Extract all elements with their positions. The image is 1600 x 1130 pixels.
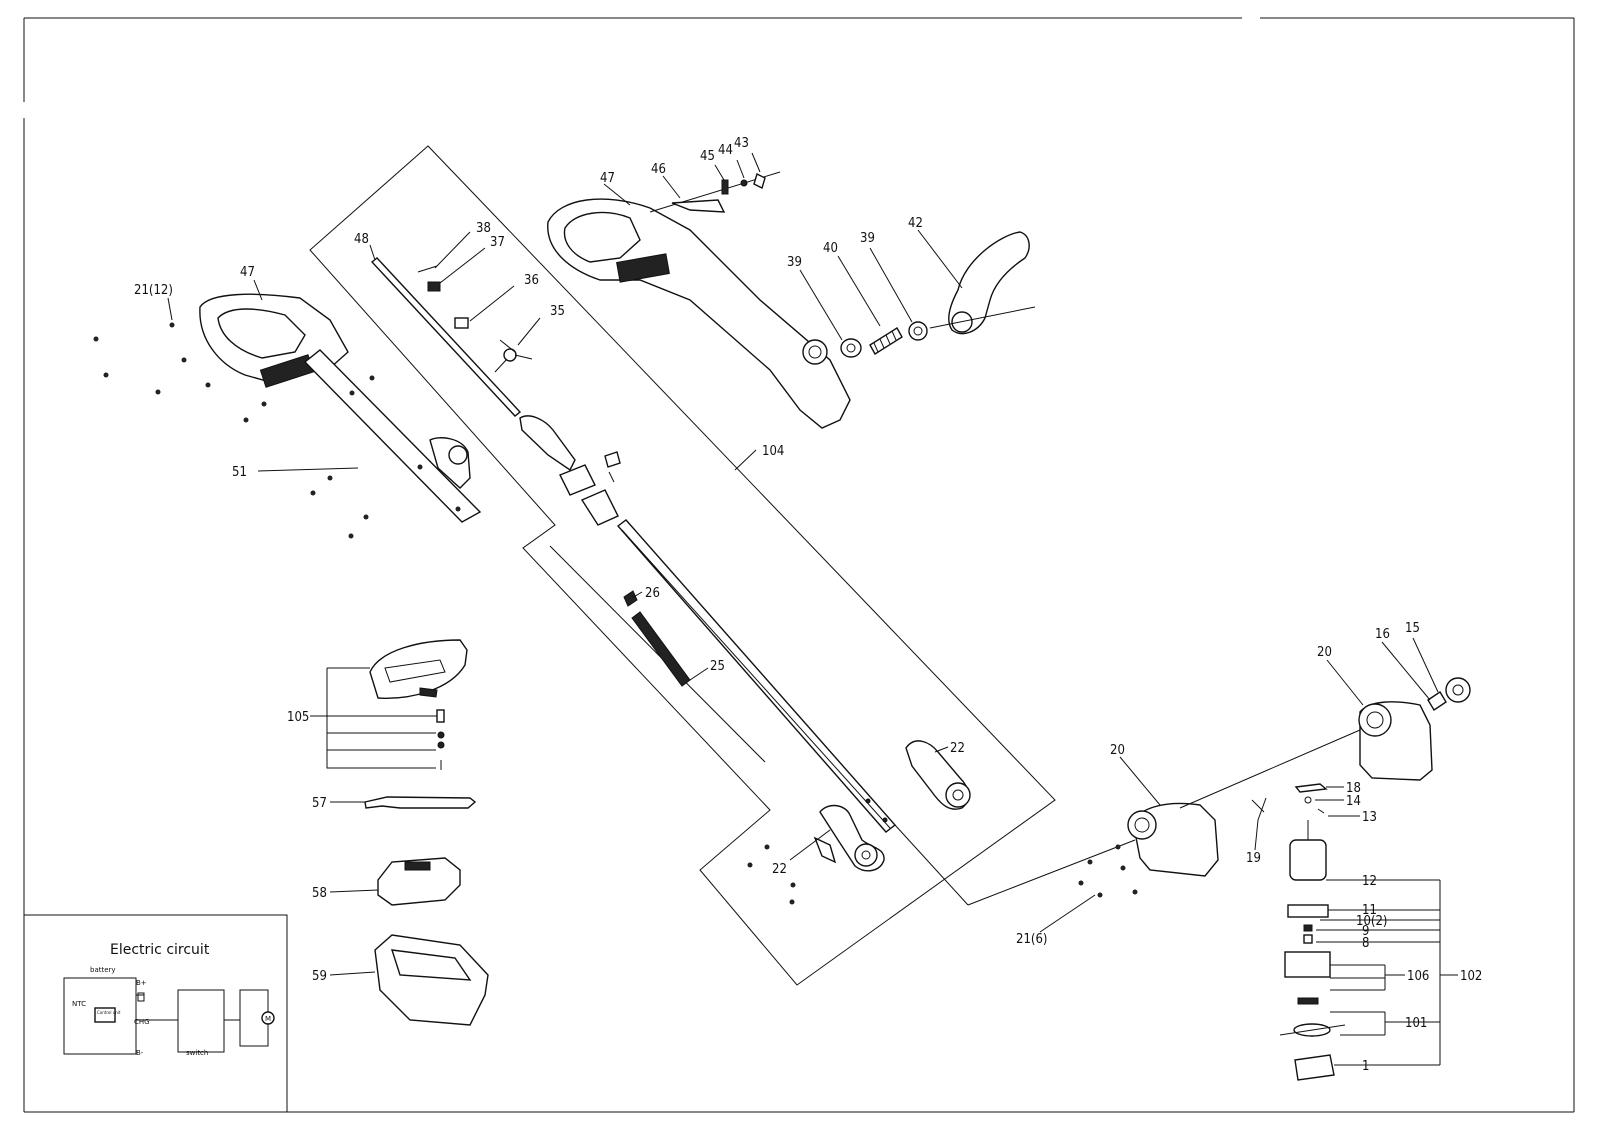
label-42: 42 (908, 216, 923, 231)
label-40: 40 (823, 241, 838, 256)
label-15: 15 (1405, 621, 1420, 636)
label-45: 45 (700, 149, 715, 164)
battery-charger (329, 934, 489, 1026)
shaft-tube (370, 257, 897, 833)
page-frame (23, 17, 1575, 1113)
label-35: 35 (550, 304, 565, 319)
label-58: 58 (312, 886, 327, 901)
label-39a: 39 (787, 255, 802, 270)
label-102: 102 (1460, 969, 1482, 984)
label-12: 12 (1362, 874, 1377, 889)
shaft-assembly-boundary (309, 145, 1056, 986)
label-21-12: 21(12) (134, 283, 173, 298)
motor-callout-lines (1315, 786, 1458, 1066)
main-handle-housing (547, 171, 851, 429)
label-37: 37 (490, 235, 505, 250)
motor-head-assembly (894, 677, 1471, 906)
circuit-ntc-label: NTC (72, 1000, 86, 1008)
label-38: 38 (476, 221, 491, 236)
leader-lines (167, 152, 1439, 933)
label-8: 8 (1362, 936, 1369, 951)
small-parts-35-38 (417, 265, 621, 483)
label-18: 18 (1346, 781, 1361, 796)
label-47-top: 47 (600, 171, 615, 186)
label-47-left: 47 (240, 265, 255, 280)
label-1: 1 (1362, 1059, 1369, 1074)
guard-assembly (310, 639, 468, 770)
label-14: 14 (1346, 794, 1361, 809)
circuit-battery-label: battery (90, 966, 116, 974)
label-59: 59 (312, 969, 327, 984)
label-105: 105 (287, 710, 309, 725)
label-51: 51 (232, 465, 247, 480)
screws-right (1078, 844, 1138, 898)
part-labels: 47 46 45 44 43 48 38 37 36 35 21(12) 47 … (134, 136, 1482, 1074)
battery-pack (329, 857, 461, 906)
label-21-6: 21(6) (1016, 932, 1047, 947)
circuit-control-unit: Control unit (97, 1010, 121, 1015)
clamp-parts (813, 740, 971, 872)
label-36: 36 (524, 273, 539, 288)
circuit-b-minus: B- (136, 1049, 144, 1057)
label-39b: 39 (860, 231, 875, 246)
electric-circuit-inset: Electric circuit battery NTC Control uni… (24, 914, 288, 1112)
label-43: 43 (734, 136, 749, 151)
circuit-b-plus: B+ (136, 979, 147, 987)
circuit-switch-label: switch (186, 1049, 208, 1057)
wire-guide (364, 796, 477, 809)
rear-handle-assembly (199, 293, 482, 523)
label-20-lower: 20 (1110, 743, 1125, 758)
label-44: 44 (718, 143, 733, 158)
circuit-motor-symbol: M (265, 1015, 271, 1023)
label-13: 13 (1362, 810, 1377, 825)
circuit-title: Electric circuit (110, 942, 210, 958)
label-19: 19 (1246, 851, 1261, 866)
label-22-right: 22 (950, 741, 965, 756)
trigger-parts (671, 173, 766, 213)
label-10-2: 10(2) (1356, 914, 1387, 929)
motor-stack (1251, 783, 1346, 1081)
label-104: 104 (762, 444, 784, 459)
label-46: 46 (651, 162, 666, 177)
label-9: 9 (1362, 924, 1369, 939)
label-16: 16 (1375, 627, 1390, 642)
label-25: 25 (710, 659, 725, 674)
label-48: 48 (354, 232, 369, 247)
label-57: 57 (312, 796, 327, 811)
label-101: 101 (1405, 1016, 1427, 1031)
circuit-chg-label: CHG (134, 1018, 150, 1026)
screws-mid (747, 844, 796, 905)
label-22-left: 22 (772, 862, 787, 877)
auxiliary-handle-parts (840, 231, 1036, 358)
label-11: 11 (1362, 903, 1377, 918)
label-106: 106 (1407, 969, 1429, 984)
screws-left (93, 322, 461, 539)
label-26: 26 (645, 586, 660, 601)
label-20-upper: 20 (1317, 645, 1332, 660)
